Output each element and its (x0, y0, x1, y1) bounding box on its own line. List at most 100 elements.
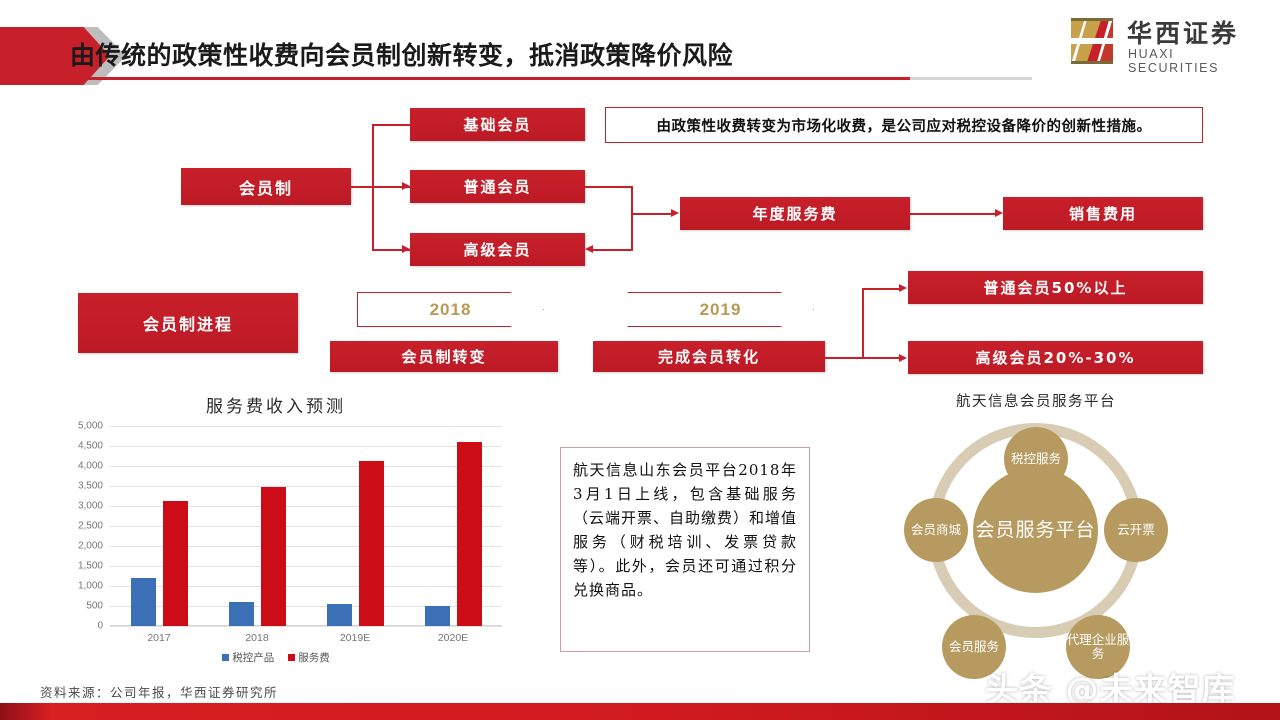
arrowhead-to-fee (671, 208, 679, 217)
platform-node-member-mall: 会员商城 (904, 498, 968, 562)
timeline-outcome-box-normal: 普通会员50%以上 (908, 271, 1203, 304)
chart-y-tick-label: 2,500 (77, 520, 103, 532)
chart-y-tick-label: 1,500 (77, 560, 103, 572)
chart-bar-tax (424, 605, 450, 626)
chart-gridline: 2,000 (78, 541, 502, 552)
connector-to-basic (372, 124, 412, 126)
chart-gridline: 1,500 (78, 561, 502, 572)
arrowhead-to-senior-back (585, 244, 593, 253)
chart-y-tick-label: 3,000 (77, 500, 103, 512)
member-service-platform-diagram: 航天信息会员服务平台 会员服务平台 税控服务 云开票 代理企业服务 会员服务 会… (866, 390, 1206, 690)
timeline-event-box-2019: 完成会员转化 (593, 341, 825, 372)
chart-gridline: 0 (97, 621, 502, 632)
timeline-outcome-box-senior: 高级会员20%-30% (908, 341, 1203, 374)
chart-x-tick-label: 2017 (147, 632, 171, 644)
connector-senior-right (593, 249, 633, 251)
connector-fee-to-expense (910, 213, 995, 215)
connector-root-out (351, 186, 413, 188)
timeline-year-arrow-2019: 2019 (627, 292, 814, 327)
platform-node-tax-control: 税控服务 (1004, 427, 1068, 491)
flow-tier-box-senior: 高级会员 (410, 233, 585, 266)
chart-y-tick-label: 4,000 (77, 460, 103, 472)
chart-bar-tax (326, 604, 352, 626)
chart-gridline: 4,000 (78, 461, 502, 472)
chart-y-tick-label: 4,500 (77, 440, 103, 452)
platform-node-cloud-invoice: 云开票 (1104, 498, 1168, 562)
arrowhead-to-expense (995, 208, 1003, 217)
watermark: 头条 @未来智库 (985, 670, 1236, 709)
chart-x-tick-label: 2018 (245, 632, 269, 644)
chart-legend-label: 服务费 (298, 652, 330, 664)
brand-logo: 华西证券 HUAXI SECURITIES (1065, 14, 1265, 75)
arrowhead-to-senior (402, 244, 410, 253)
chart-legend-swatch (222, 654, 230, 661)
chart-gridline: 1,000 (78, 581, 502, 592)
timeline-year-arrow-2018: 2018 (357, 292, 544, 327)
flow-tier-box-basic: 基础会员 (410, 108, 585, 141)
chart-legend-item: 税控产品 (222, 650, 274, 665)
header-chevron-red (0, 27, 110, 85)
chart-bar-fee (358, 460, 384, 626)
flow-tier-box-normal: 普通会员 (410, 170, 585, 203)
platform-node-agency-service: 代理企业服务 (1066, 615, 1130, 679)
chart-gridline: 3,000 (78, 501, 502, 512)
connector-normal-right (585, 186, 633, 188)
chart-gridline: 5,000 (78, 421, 502, 432)
chart-gridline: 500 (86, 601, 502, 612)
flow-sales-expense-box: 销售费用 (1003, 197, 1203, 230)
chart-gridline: 3,500 (78, 481, 502, 492)
platform-diagram-title: 航天信息会员服务平台 (956, 394, 1116, 410)
arrowhead-outcome-senior (899, 353, 907, 362)
chart-y-tick-label: 500 (86, 600, 103, 612)
title-underline-gray (910, 77, 1032, 80)
chart-bar-group (208, 426, 306, 626)
chart-plot-area: 0 500 1,000 1,500 2,000 2,500 3,000 3,500 4,000 4… (78, 421, 502, 632)
chart-y-tick-label: 5,000 (77, 420, 103, 432)
memo-text-box: 航天信息山东会员平台2018年3月1日上线，包含基础服务（云端开票、自助缴费）和… (560, 447, 810, 652)
chart-bar-group (110, 426, 208, 626)
chart-y-tick-label: 1,000 (77, 580, 103, 592)
flow-note-box: 由政策性收费转变为市场化收费，是公司应对税控设备降价的创新性措施。 (605, 107, 1203, 143)
chart-bar-fee (162, 501, 188, 626)
chart-legend: 税控产品 服务费 (36, 650, 516, 665)
chart-x-tick-label: 2020E (437, 632, 469, 644)
connector-trunk-vertical (372, 124, 374, 250)
flow-annual-fee-box: 年度服务费 (680, 197, 910, 230)
flow-root-box: 会员制 (181, 168, 351, 205)
chart-bar-group (404, 426, 502, 626)
logo-text-en: HUAXI SECURITIES (1128, 47, 1220, 75)
chart-bar-group (306, 426, 404, 626)
chart-legend-label: 税控产品 (232, 652, 275, 664)
timeline-event-box-2018: 会员制转变 (330, 341, 558, 372)
chart-bar-tax (130, 578, 156, 626)
chart-y-tick-label: 0 (97, 620, 103, 632)
chart-bar-tax (228, 602, 254, 626)
connector-outcome-vertical (862, 288, 864, 358)
chart-gridline: 2,500 (78, 521, 502, 532)
connector-bracket-vertical (631, 186, 633, 250)
huaxi-logo-icon (1071, 18, 1113, 64)
page-title: 由传统的政策性收费向会员制创新转变，抵消政策降价风险 (70, 41, 734, 70)
connector-to-senior (372, 249, 412, 251)
chart-title: 服务费收入预测 (206, 397, 346, 417)
chart-y-tick-label: 2,000 (77, 540, 103, 552)
bottom-accent-bar (0, 703, 1280, 720)
chart-legend-item: 服务费 (288, 650, 330, 665)
connector-bracket-to-fee (631, 213, 673, 215)
chart-x-tick-label: 2019E (339, 632, 371, 644)
chart-bar-fee (260, 486, 286, 626)
logo-text-cn: 华西证券 (1127, 19, 1240, 48)
chart-gridline: 4,500 (78, 441, 502, 452)
platform-node-member-service: 会员服务 (942, 615, 1006, 679)
chart-x-axis (110, 625, 502, 626)
chart-bar-fee (456, 441, 482, 626)
arrowhead-to-normal (402, 181, 410, 190)
timeline-label-box: 会员制进程 (78, 293, 298, 353)
connector-outcome-top (862, 288, 900, 290)
arrowhead-outcome-normal (899, 283, 907, 292)
source-note: 资料来源：公司年报，华西证券研究所 (40, 685, 279, 700)
revenue-forecast-chart: 服务费收入预测 0 500 1,000 1,500 2,000 2,500 3,000 3,5… (36, 392, 516, 682)
title-underline-red (72, 77, 910, 80)
chart-y-tick-label: 3,500 (77, 480, 103, 492)
